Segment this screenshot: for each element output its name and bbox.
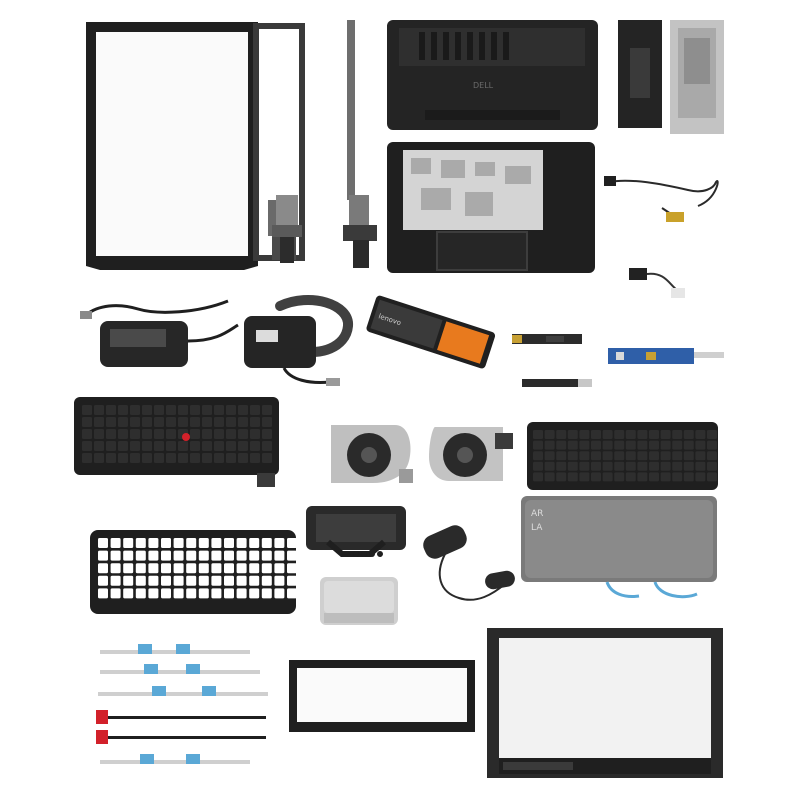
cooling-fan-1: [325, 415, 415, 487]
screws: [350, 545, 390, 563]
keyboard-dell: [525, 420, 720, 492]
palmrest: [385, 140, 597, 275]
keyboard-trackpoint: [72, 395, 287, 490]
touchpad: [318, 575, 400, 627]
adhesive-strips: [88, 636, 278, 778]
keyboard-text-2: LA: [531, 523, 543, 533]
cooling-fan-2: [425, 415, 520, 487]
keyboard-bezel: [88, 528, 298, 616]
camera-module: [510, 328, 590, 350]
bottom-case: DELL: [385, 18, 600, 133]
bottom-door-black: [616, 18, 664, 130]
speakers: [415, 520, 520, 605]
display-bezel: [82, 18, 262, 273]
ac-adapter-barrel: [78, 295, 243, 375]
keyboard-backlight-panel: AR LA: [515, 490, 720, 605]
hinge-left: [268, 195, 308, 265]
battery: lenovo: [363, 295, 498, 377]
antenna-bracket: [520, 373, 595, 393]
hinge-right: [335, 20, 390, 270]
lcd-panel: [485, 626, 725, 780]
display-cable: [602, 168, 722, 238]
bottom-case-logo: DELL: [473, 81, 494, 90]
small-display-bezel: [285, 656, 480, 738]
usb-c-adapter: [240, 286, 360, 391]
dc-jack-cable: [625, 262, 690, 304]
keyboard-text-1: AR: [531, 509, 543, 519]
power-button-board: [606, 342, 726, 372]
bottom-door-silver: [668, 18, 726, 136]
